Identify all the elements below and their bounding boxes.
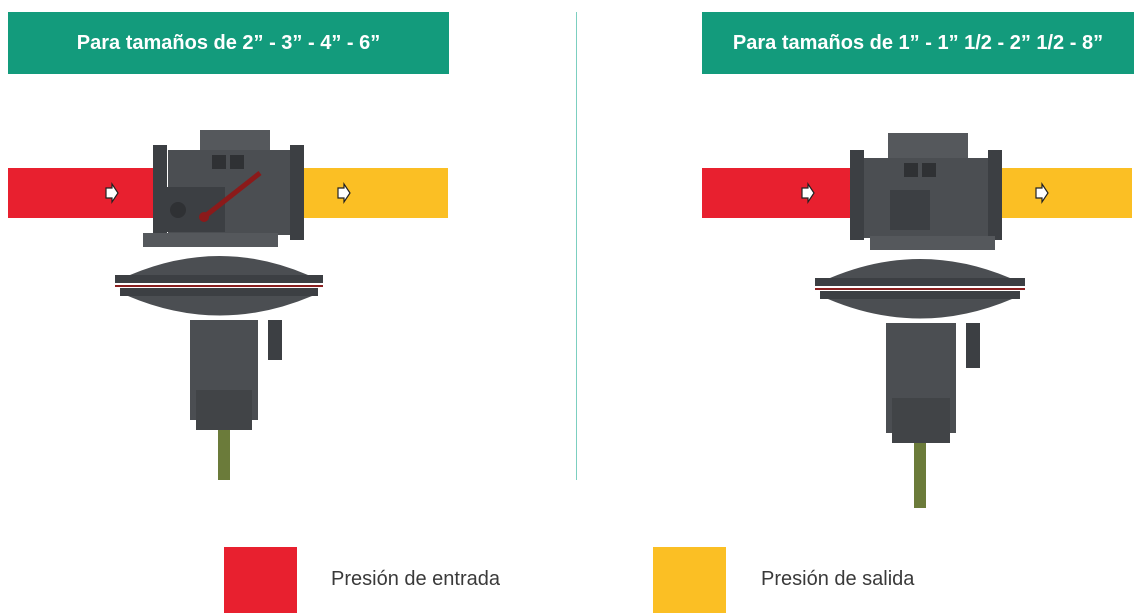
outlet-pressure-bar-right xyxy=(998,168,1132,218)
panel-title-left: Para tamaños de 2” - 3” - 4” - 6” xyxy=(8,12,449,74)
legend-swatch-inlet xyxy=(224,547,297,613)
outlet-pressure-bar-left xyxy=(298,168,448,218)
panel-title-right: Para tamaños de 1” - 1” 1/2 - 2” 1/2 - 8… xyxy=(702,12,1134,74)
inlet-pressure-bar-right xyxy=(702,168,852,218)
arrow-right-icon xyxy=(337,182,351,204)
legend-label-outlet: Presión de salida xyxy=(761,568,915,590)
arrow-right-icon xyxy=(1035,182,1049,204)
inlet-pressure-bar-left xyxy=(8,168,158,218)
legend-swatch-outlet xyxy=(653,547,726,613)
pressure-regulator-valve-right xyxy=(815,133,1025,508)
legend-label-inlet: Presión de entrada xyxy=(331,568,501,590)
pressure-regulator-valve-left xyxy=(115,130,323,480)
arrow-right-icon xyxy=(105,182,119,204)
panel-divider xyxy=(576,12,577,480)
arrow-right-icon xyxy=(801,182,815,204)
